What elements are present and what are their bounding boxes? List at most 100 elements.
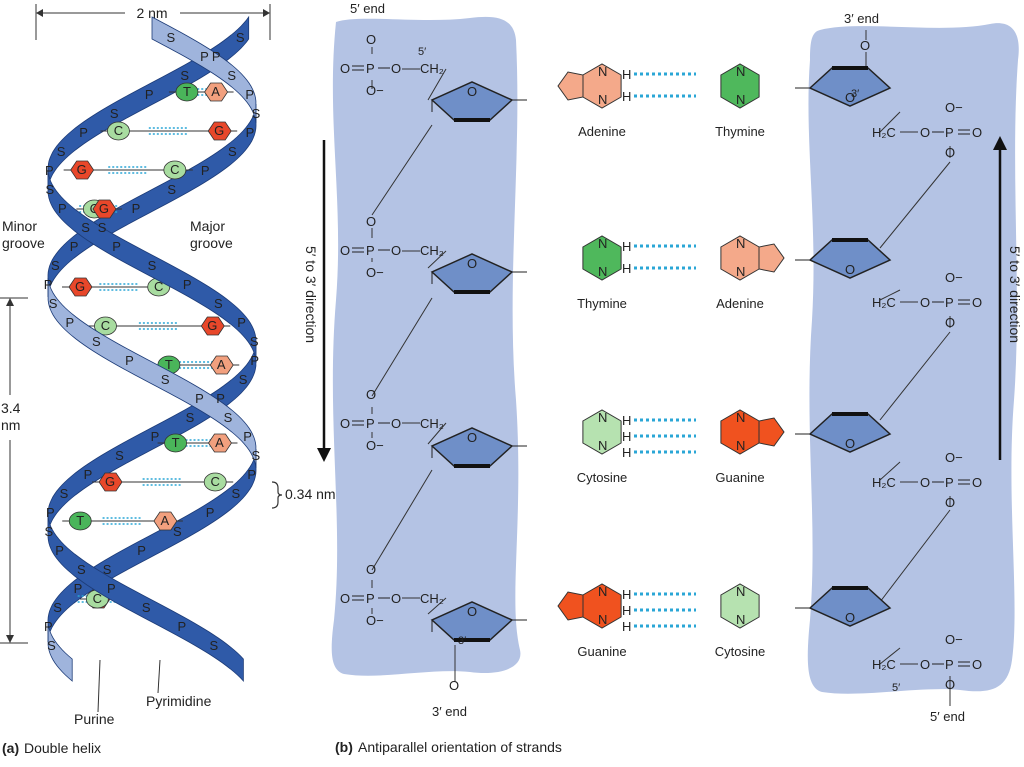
right-sugar-ring	[808, 413, 892, 453]
backbone-sugar-letter: S	[148, 258, 157, 273]
left-sugar-ring	[430, 81, 514, 121]
backbone-phosphate-letter: P	[243, 429, 252, 444]
double-helix-panel: 2 nm TACGGCCGGCCGTATAGCTAGC SPSPSPSPSPSP…	[0, 4, 336, 756]
sugar-ring-oxygen: O	[845, 90, 855, 105]
base-letter: C	[114, 123, 123, 138]
hydrogen-atom: H	[622, 261, 631, 276]
ring-nitrogen: N	[736, 410, 745, 425]
phosphorus-atom: P	[945, 295, 954, 310]
hydrogen-atom: H	[622, 413, 631, 428]
backbone-phosphate-letter: P	[74, 581, 83, 596]
ring-nitrogen: N	[736, 92, 745, 107]
phosphate-ester-oxygen: O	[391, 243, 401, 258]
pyrimidine-base	[175, 82, 199, 102]
left-direction-arrow: 5′ to 3′ direction	[303, 140, 331, 462]
left-backbone-links	[371, 47, 456, 682]
backbone-sugar-letter: S	[161, 372, 170, 387]
panel-a-caption-letter: (a)	[2, 740, 19, 756]
phosphate-oxygen-double: O	[340, 243, 350, 258]
backbone-phosphate-letter: P	[177, 619, 186, 634]
phosphate-oxygen-minus: O−	[366, 613, 384, 628]
base-letter: C	[154, 279, 163, 294]
left-base-label: Thymine	[577, 296, 627, 311]
phosphate-oxygen-minus: O−	[945, 270, 963, 285]
sugar-ring-oxygen: O	[467, 256, 477, 271]
backbone-sugar-letter: S	[227, 68, 236, 83]
backbone-sugar-letter: S	[53, 600, 62, 615]
guanine-five-ring	[758, 417, 785, 447]
backbone-sugar-letter: S	[167, 30, 176, 45]
purine-base	[200, 316, 225, 336]
pyrimidine-base	[164, 433, 187, 453]
thymine-ring	[720, 63, 760, 109]
purine-base	[209, 355, 234, 375]
right-base-label: Adenine	[716, 296, 764, 311]
turn-length-label-1: 3.4	[1, 400, 21, 416]
pyrimidine-base	[107, 121, 130, 141]
adenine-five-ring	[758, 243, 785, 273]
backbone-sugar-letter: S	[167, 182, 176, 197]
right-backbone-links	[865, 30, 951, 706]
purine-base	[153, 511, 178, 531]
backbone-phosphate-letter: P	[246, 125, 255, 140]
base-letter: A	[211, 84, 220, 99]
phosphate-oxygen-minus: O−	[366, 438, 384, 453]
methylene-group: CH₂	[420, 591, 444, 606]
right-sugar-ring	[808, 587, 892, 627]
cytosine-ring	[720, 583, 760, 629]
phosphate-oxygen-double: O	[972, 125, 982, 140]
cytosine-ring	[582, 409, 622, 455]
ring-prime-5-bottom-label: 5′	[892, 682, 900, 694]
left-bottom-oxygen: O	[449, 678, 459, 693]
purine-base	[207, 121, 232, 141]
backbone-sugar-letter: S	[228, 144, 237, 159]
ring-nitrogen: N	[598, 92, 607, 107]
turn-length-dimension: 3.4 nm	[0, 297, 28, 644]
methylene-group: H₂C	[872, 125, 896, 140]
base-letter: G	[105, 474, 115, 489]
backbone-sugar-letter: S	[250, 334, 259, 349]
base-letter: C	[170, 162, 179, 177]
phosphate-oxygen-double: O	[340, 61, 350, 76]
right-base-label: Cytosine	[715, 644, 766, 659]
backbone-sugar-letter: S	[115, 448, 124, 463]
backbone-sugar-letter: S	[81, 220, 90, 235]
left-strand-background	[331, 16, 521, 676]
backbone-phosphate-letter: P	[212, 49, 221, 64]
right-sugar-ring	[808, 239, 892, 279]
phosphorus-atom: P	[366, 416, 375, 431]
sugar-ring-oxygen: O	[845, 610, 855, 625]
ring-nitrogen: N	[736, 236, 745, 251]
backbone-sugar-letter: S	[49, 296, 58, 311]
backbone-sugar-letter: S	[232, 486, 241, 501]
backbone-sugar-letter: S	[239, 372, 248, 387]
phosphate-oxygen-minus: O−	[366, 265, 384, 280]
backbone-phosphate-letter: P	[79, 125, 88, 140]
ring-nitrogen: N	[598, 64, 607, 79]
ring-nitrogen: N	[736, 264, 745, 279]
phosphate-ester-oxygen: O	[391, 61, 401, 76]
phosphate-top-oxygen: O	[366, 32, 376, 47]
helix-width-label: 2 nm	[136, 5, 167, 21]
backbone-phosphate-letter: P	[247, 467, 256, 482]
sugar-ring-oxygen: O	[467, 604, 477, 619]
backbone-sugar-letter: S	[224, 410, 233, 425]
strand-2-front-segment-1	[47, 514, 244, 683]
backbone-sugar-letter: S	[92, 334, 101, 349]
right-top-oxygen: O	[860, 38, 870, 53]
sugar-ring-oxygen: O	[467, 84, 477, 99]
minor-groove-label-2: groove	[2, 235, 45, 251]
